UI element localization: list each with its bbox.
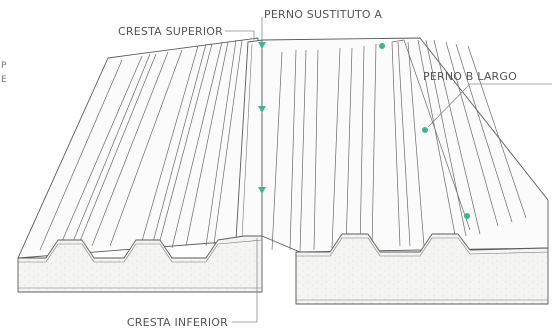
left-panel bbox=[17, 37, 263, 293]
marker-dot-3 bbox=[464, 213, 470, 219]
marker-triangle-3 bbox=[258, 187, 266, 194]
leader-perno-b-largo bbox=[427, 83, 552, 128]
marker-dot-2 bbox=[422, 127, 428, 133]
markers bbox=[258, 42, 470, 219]
right-panel-section-foam bbox=[295, 233, 549, 305]
marker-dot-1 bbox=[379, 43, 385, 49]
leader-cresta-superior bbox=[225, 30, 255, 40]
leader-cresta-inferior bbox=[232, 238, 258, 323]
left-panel-section-foam bbox=[17, 235, 263, 293]
right-panel-ribs bbox=[271, 39, 527, 253]
label-perno-b-largo: PERNO B LARGO bbox=[423, 70, 517, 83]
label-cresta-inferior: CRESTA INFERIOR bbox=[127, 316, 228, 329]
label-perno-sustituto-a: PERNO SUSTITUTO A bbox=[264, 8, 382, 21]
marker-triangle-2 bbox=[258, 106, 266, 113]
label-cresta-superior: CRESTA SUPERIOR bbox=[118, 25, 223, 38]
left-panel-ribs bbox=[39, 39, 243, 251]
marker-triangle-1 bbox=[258, 42, 266, 49]
edge-fragment-2: E bbox=[1, 75, 7, 85]
edge-fragment-1: P bbox=[1, 61, 7, 71]
leader-lines bbox=[225, 17, 552, 323]
right-panel bbox=[261, 37, 549, 305]
